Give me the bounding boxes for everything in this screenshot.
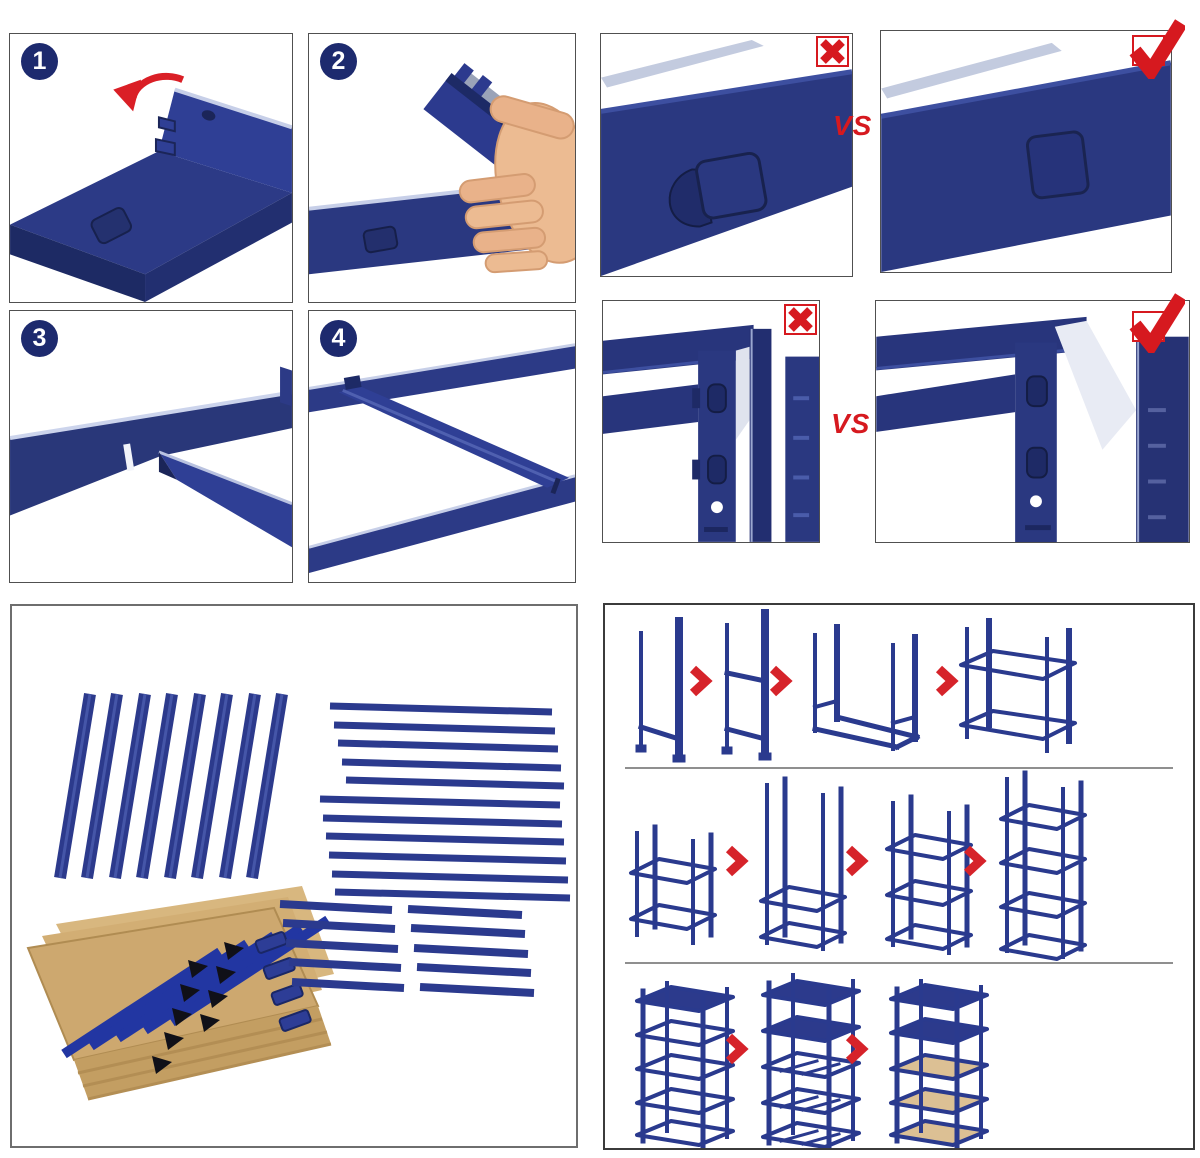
stage-two-tier-frame xyxy=(959,618,1077,753)
corner-clips-group xyxy=(254,931,312,1032)
parts-overview-illustration xyxy=(26,693,571,1101)
comparison-1-wrong-panel xyxy=(600,33,853,277)
step-number: 4 xyxy=(331,324,346,352)
comparison-1-correct-panel xyxy=(880,19,1185,273)
step-panel-1: 1 xyxy=(9,33,293,303)
stage-two-tier-unit xyxy=(629,824,717,945)
x-mark-icon xyxy=(816,36,849,67)
next-step-chevron-icon xyxy=(845,845,869,877)
step-number-badge: 4 xyxy=(320,320,357,357)
step-number: 2 xyxy=(331,47,346,75)
step-number-badge: 2 xyxy=(320,43,357,80)
long-beams-group xyxy=(319,702,571,902)
x-mark-icon xyxy=(784,304,817,335)
hand xyxy=(458,95,575,274)
rotate-arrow-icon xyxy=(113,72,185,112)
stage-side-frame xyxy=(721,609,772,761)
stage-post-pair xyxy=(635,617,686,763)
upright-posts-highlights xyxy=(58,693,284,879)
next-step-chevron-icon xyxy=(963,845,987,877)
foot-wedges-group xyxy=(152,942,244,1074)
beam-corner-joined-illustration xyxy=(10,366,292,548)
next-step-chevron-icon xyxy=(689,665,713,697)
beam-tab-rotate-illustration xyxy=(10,72,292,302)
comparison-2-wrong-panel xyxy=(602,300,820,543)
step-panel-4: 4 xyxy=(308,310,576,583)
step-number-badge: 3 xyxy=(21,320,58,357)
hand-inserting-beam-illustration xyxy=(309,63,575,275)
assembly-sequence-panel xyxy=(603,603,1195,1150)
next-step-chevron-icon xyxy=(845,1033,869,1065)
step-number-badge: 1 xyxy=(21,43,58,80)
stage-three-tier-unit xyxy=(885,794,973,955)
step-panel-2: 2 xyxy=(308,33,576,303)
short-beams-columns xyxy=(279,900,535,997)
post-corner-wrong-illustration xyxy=(603,324,819,542)
next-step-chevron-icon xyxy=(725,1033,749,1065)
comparison-2-correct-panel xyxy=(875,293,1190,543)
stage-five-tier-frame xyxy=(635,981,735,1148)
step-number: 3 xyxy=(32,324,47,352)
assembly-sequence-illustration xyxy=(625,609,1173,1148)
step-panel-3: 3 xyxy=(9,310,293,583)
frame-cross-brace-illustration xyxy=(309,343,575,574)
parts-overview-panel xyxy=(10,604,578,1148)
vs-label: VS xyxy=(831,408,871,439)
upright-posts-group xyxy=(54,693,288,879)
stage-four-tier-unit xyxy=(999,770,1087,961)
next-step-chevron-icon xyxy=(769,665,793,697)
check-mark-icon xyxy=(1129,293,1185,353)
stage-five-tier-braced xyxy=(761,973,861,1148)
step-number: 1 xyxy=(32,47,47,75)
post-corner-correct-illustration xyxy=(876,316,1189,542)
next-step-chevron-icon xyxy=(935,665,959,697)
stage-base-connected xyxy=(812,624,921,751)
vs-label: VS xyxy=(833,110,873,141)
check-mark-icon xyxy=(1129,19,1185,79)
stage-posts-extended xyxy=(759,776,847,951)
stage-finished-unit-with-boards xyxy=(889,979,989,1148)
tab-flat-correct-illustration xyxy=(881,42,1171,272)
next-step-chevron-icon xyxy=(725,845,749,877)
tab-popped-wrong-illustration xyxy=(601,39,852,276)
